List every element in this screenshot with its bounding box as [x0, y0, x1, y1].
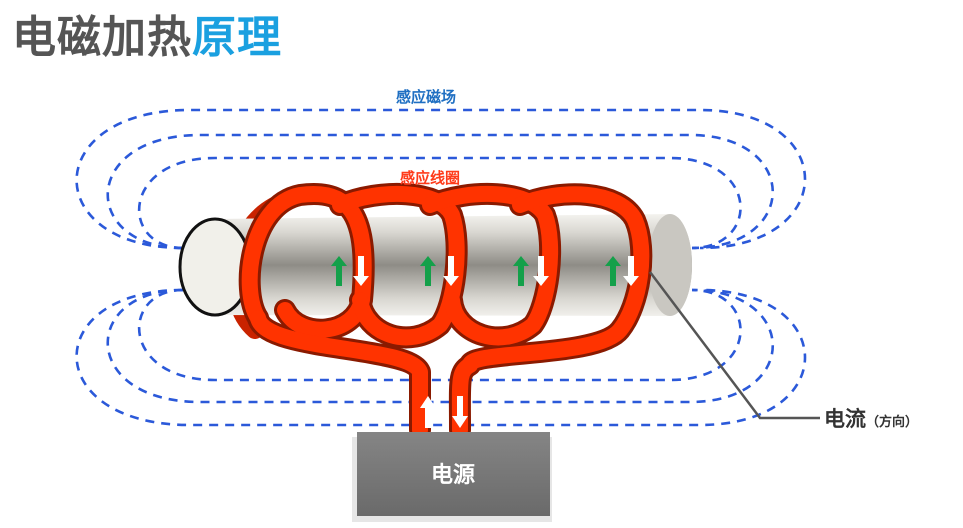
- arrow-pair-1: [331, 256, 369, 286]
- title-part-2: 原理: [192, 12, 282, 63]
- arrow-up-icon: [605, 256, 621, 286]
- current-direction-text: （方向）: [866, 414, 918, 430]
- field-line-upper-outer: [75, 108, 807, 250]
- current-callout-line: [649, 271, 820, 420]
- field-line-lower-outer: [75, 288, 807, 427]
- power-source-box: 电源: [352, 432, 552, 522]
- coil-turn-4: [462, 186, 650, 373]
- current-label: 电流（方向）: [824, 407, 918, 431]
- arrow-up-icon: [420, 396, 436, 428]
- arrow-pair-4: [605, 256, 639, 286]
- arrow-down-icon: [623, 256, 639, 286]
- arrow-up-icon: [331, 256, 347, 286]
- coil-turn-3: [422, 185, 559, 346]
- arrow-down-icon: [533, 256, 549, 286]
- arrow-pair-3: [513, 256, 549, 286]
- arrow-pair-leads: [420, 396, 468, 428]
- arrow-down-icon: [443, 256, 459, 286]
- field-line-upper-mid: [106, 133, 774, 250]
- arrow-down-icon: [353, 256, 369, 286]
- current-arrows: [331, 256, 639, 428]
- induction-coil: [238, 182, 653, 441]
- arrow-up-icon: [513, 256, 529, 286]
- arrow-down-icon: [452, 396, 468, 428]
- coil-lead-left: [250, 310, 428, 438]
- coil-label: 感应线圈: [400, 169, 460, 187]
- field-line-lower-mid: [106, 288, 774, 404]
- arrow-pair-2: [420, 256, 459, 286]
- title-part-1: 电磁加热: [12, 12, 192, 63]
- coil-turn-2: [332, 185, 465, 346]
- field-line-lower-inner: [137, 288, 742, 382]
- power-source-label: 电源: [431, 463, 475, 488]
- magnetic-field-lines: [75, 108, 807, 427]
- page-title: 电磁加热原理: [12, 6, 282, 70]
- arrow-up-icon: [420, 256, 436, 286]
- current-label-text: 电流: [824, 407, 866, 431]
- field-line-upper-inner: [137, 156, 742, 250]
- magnetic-field-label: 感应磁场: [396, 88, 456, 106]
